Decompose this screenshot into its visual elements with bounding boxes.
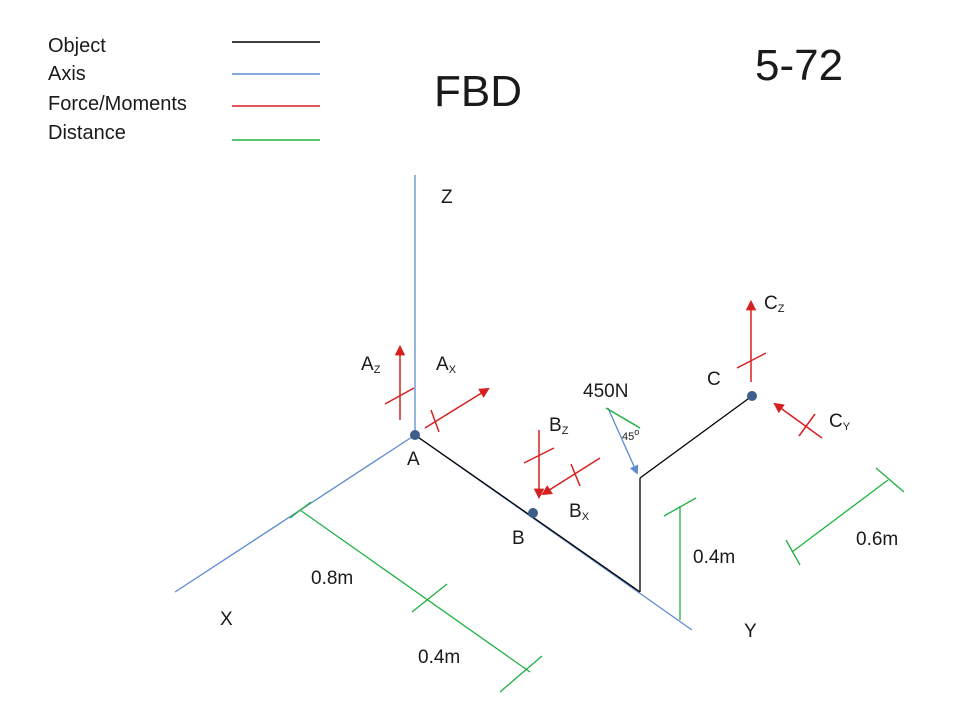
force-ax-label: AX: [436, 354, 457, 376]
point-a-label: A: [407, 449, 420, 470]
legend-distance-label: Distance: [48, 122, 126, 144]
angle-label: 45o: [622, 427, 640, 443]
force-cy-arrow: [773, 402, 823, 439]
z-axis-label: Z: [441, 187, 453, 208]
force-cz-label: CZ: [764, 293, 785, 315]
load-reference-line: [605, 407, 641, 429]
force-cy-tick: [798, 413, 816, 437]
dim-x-main: [299, 509, 531, 673]
distance-label-0-4m-x: 0.4m: [418, 647, 461, 668]
point-a-marker: [410, 430, 420, 440]
force-bz-tick: [523, 447, 555, 464]
problem-number: 5-72: [755, 41, 844, 90]
dim-c-tick-2: [875, 467, 905, 493]
force-az-label: AZ: [361, 354, 381, 376]
force-bx-arrow: [541, 457, 601, 496]
x-axis-label: X: [220, 609, 233, 630]
y-axis-label: Y: [744, 621, 757, 642]
legend-force-label: Force/Moments: [48, 93, 187, 115]
shaft-ab: [414, 434, 641, 593]
force-az-tick: [384, 387, 415, 405]
dim-x-tick-1: [289, 501, 312, 519]
dim-c-main: [791, 479, 889, 553]
dim-x-tick-2: [411, 583, 448, 613]
distance-label-0-8m: 0.8m: [311, 568, 354, 589]
force-bx-tick: [570, 463, 581, 487]
point-c-marker: [747, 391, 757, 401]
load-450n-label: 450N: [583, 381, 629, 402]
diagram-title: FBD: [434, 67, 522, 116]
distance-label-0-6m: 0.6m: [856, 529, 899, 550]
legend-axis-label: Axis: [48, 63, 86, 85]
point-b-marker: [528, 508, 538, 518]
shaft-c-arm: [639, 395, 753, 479]
legend-object-label: Object: [48, 35, 106, 57]
point-b-label: B: [512, 528, 525, 549]
dim-x-tick-3: [499, 655, 543, 693]
force-cy-label: CY: [829, 411, 851, 433]
load-450n-arrow: [607, 407, 639, 475]
force-cz-tick: [736, 352, 767, 369]
point-c-label: C: [707, 369, 721, 390]
distance-label-0-4m-vertical: 0.4m: [693, 547, 736, 568]
dim-c-tick-1: [785, 539, 801, 566]
force-ax-tick: [430, 409, 440, 433]
dim-vertical-tick: [663, 497, 697, 517]
force-bx-label: BX: [569, 501, 590, 523]
force-bz-label: BZ: [549, 415, 569, 437]
force-ax-arrow: [424, 387, 490, 429]
